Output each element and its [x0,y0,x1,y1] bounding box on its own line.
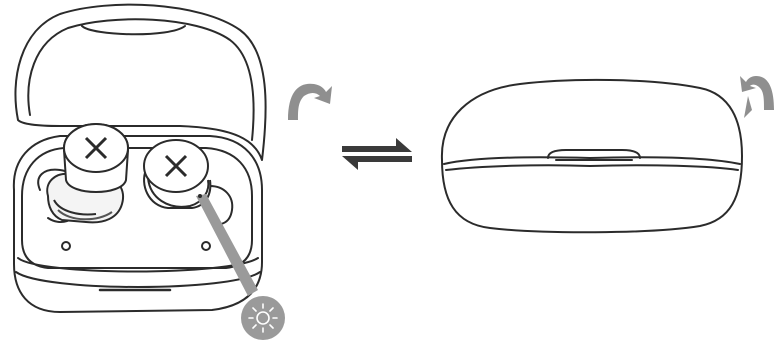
lid-notch [81,25,186,36]
rotate-arrow-right-icon [288,83,332,120]
earbud-right [143,139,212,209]
open-case-illustration [12,3,267,313]
lid-inner [27,18,255,141]
earbud-left [46,123,129,224]
closed-case-seam [443,156,741,165]
bidirectional-arrows-icon [342,138,412,170]
lid-outer [14,3,267,161]
closed-case-illustration [440,78,743,234]
base-outer [12,135,263,313]
base-seam-1 [17,257,259,273]
base-seam-2 [15,271,261,288]
closed-case-outer [440,78,743,234]
closed-case-seam-lower [445,164,739,171]
rotate-arrow-left-icon [740,76,774,118]
screw-left [61,241,71,251]
closed-case-notch [547,149,641,159]
led-light-indicator-icon [196,194,285,340]
logo-x-left [84,136,108,160]
screw-right [201,241,211,251]
logo-x-right [164,154,188,178]
